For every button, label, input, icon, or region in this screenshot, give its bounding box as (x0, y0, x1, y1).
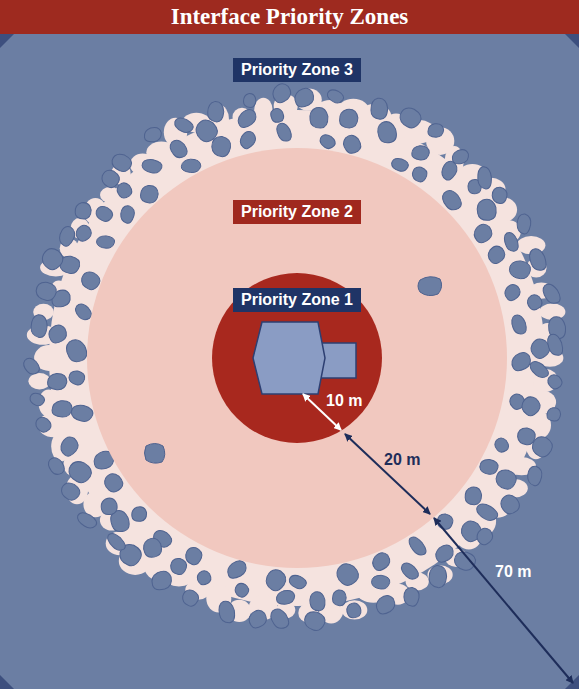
zone1-circle (212, 273, 382, 443)
dimension-line (434, 518, 573, 683)
dimension-line (345, 434, 430, 514)
rock-ring (20, 81, 567, 632)
zone3-region: Priority Zone 3Priority Zone 2Priority Z… (0, 34, 579, 689)
title-band: Interface Priority Zones (0, 0, 579, 34)
house (253, 322, 356, 394)
zone-label: Priority Zone 3 (233, 58, 361, 82)
dimension-label: 70 m (495, 563, 531, 581)
zone1-circle: Priority Zone 1 (212, 273, 382, 443)
zone3-ground (0, 34, 579, 689)
zone-label: Priority Zone 2 (233, 200, 361, 224)
dimension-label: 10 m (326, 392, 362, 410)
zone2-circle: Priority Zone 2 Priority Zone 1 (87, 148, 507, 568)
corner-marks (0, 34, 579, 689)
dimension-label: 20 m (384, 451, 420, 469)
zone-label: Priority Zone 1 (233, 288, 361, 312)
zone2-circle (87, 148, 507, 568)
